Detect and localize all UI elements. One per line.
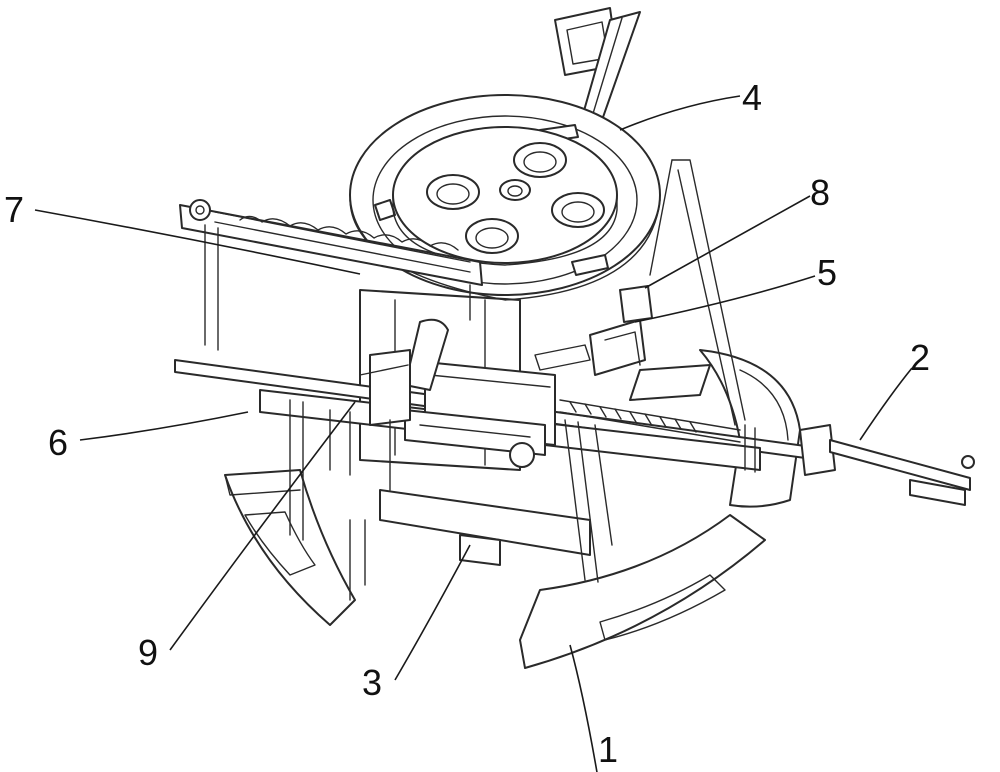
leader-2	[859, 367, 913, 441]
leader-4	[619, 95, 741, 131]
label-2: 2	[910, 337, 930, 378]
label-6: 6	[48, 422, 68, 463]
base-arc-left	[224, 469, 356, 626]
rear-wheel-right	[699, 349, 801, 508]
leader-9	[169, 401, 356, 651]
support-rod	[649, 159, 746, 426]
reference-numerals: 1 2 3 4 5 6 7 8 9	[4, 77, 930, 770]
label-3: 3	[362, 662, 382, 703]
base-frame	[349, 489, 591, 601]
leader-5	[634, 275, 816, 323]
leader-3	[394, 544, 471, 681]
carriage-block	[404, 361, 556, 468]
leader-8	[644, 195, 811, 289]
leader-7	[34, 209, 361, 275]
label-1: 1	[598, 729, 618, 770]
leader-1	[569, 644, 598, 772]
conveyor-beam	[179, 199, 483, 351]
rotary-disc	[392, 126, 618, 266]
label-7: 7	[4, 189, 24, 230]
right-frame-bars	[564, 419, 613, 583]
label-9: 9	[138, 632, 158, 673]
bracket-block	[534, 285, 711, 401]
leader-6	[79, 411, 249, 441]
actuator-rod	[744, 424, 975, 506]
piston-cylinder	[359, 318, 449, 426]
label-4: 4	[742, 77, 762, 118]
base-arc-right	[519, 514, 766, 669]
leader-lines	[34, 95, 913, 772]
label-5: 5	[817, 252, 837, 293]
label-8: 8	[810, 172, 830, 213]
